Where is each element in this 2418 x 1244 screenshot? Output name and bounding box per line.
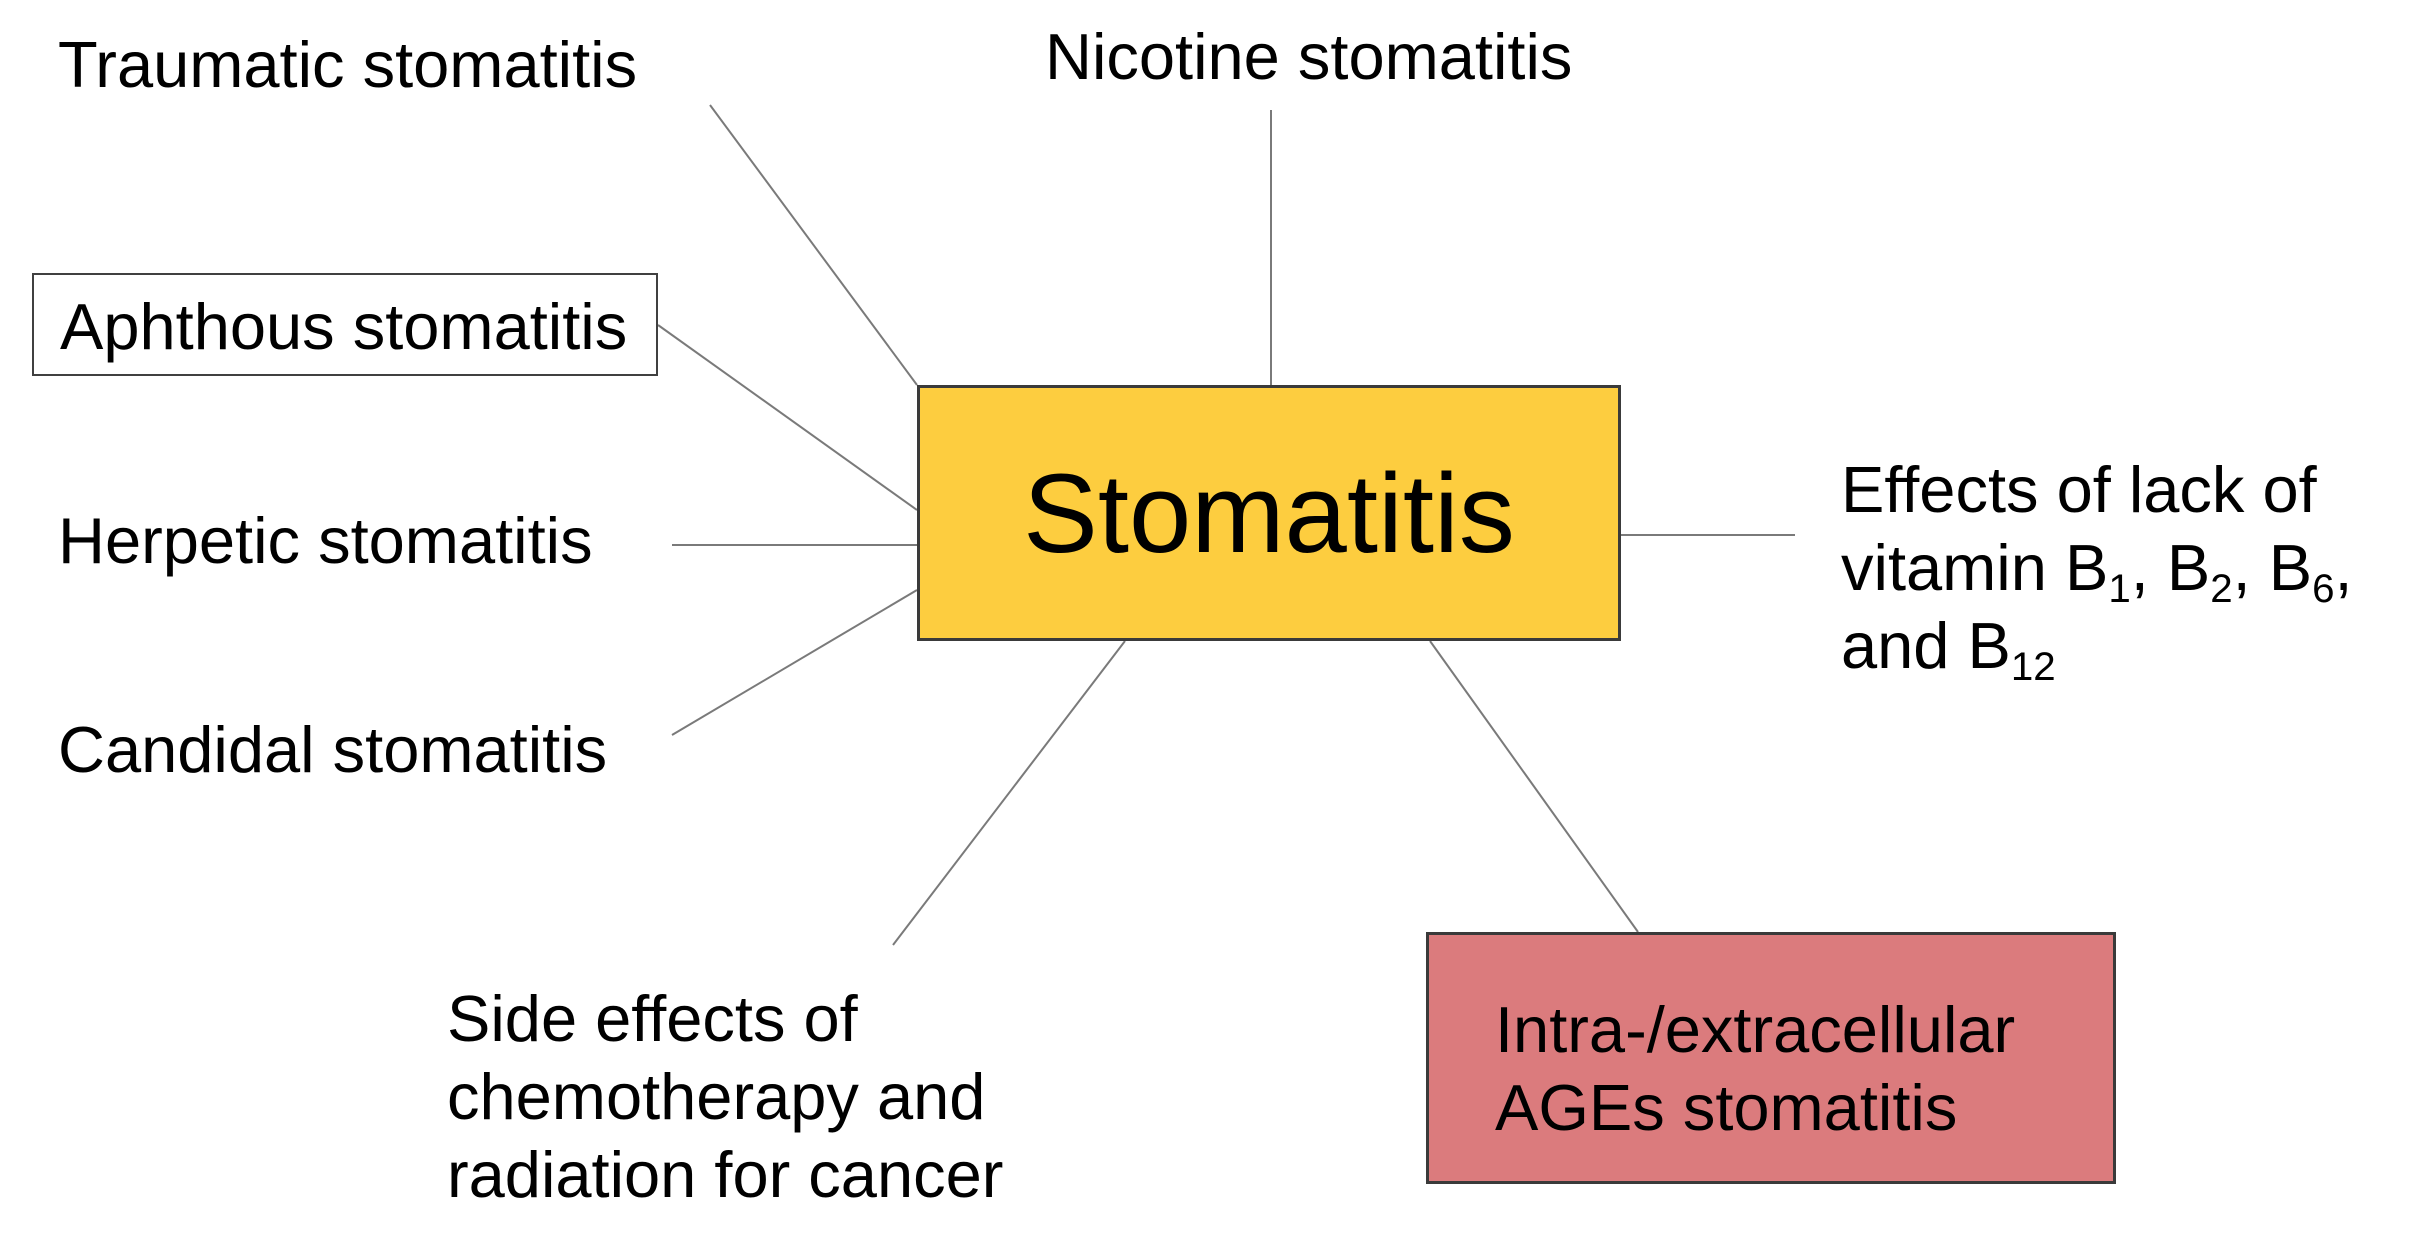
vitamin-sep-1: , B <box>2130 531 2211 604</box>
chemo-line-2: chemotherapy and <box>447 1060 986 1133</box>
node-traumatic-stomatitis: Traumatic stomatitis <box>58 28 638 101</box>
node-chemotherapy-side-effects: Side effects of chemotherapy and radiati… <box>447 980 1003 1214</box>
connector-chemo <box>892 640 1126 946</box>
vitamin-sub-b1: 1 <box>2108 566 2131 612</box>
vitamin-line-2-prefix: vitamin B <box>1841 531 2109 604</box>
node-candidal-stomatitis: Candidal stomatitis <box>58 713 608 786</box>
node-aphthous-stomatitis: Aphthous stomatitis <box>32 273 658 376</box>
vitamin-line-2: vitamin B1, B2, B6, <box>1841 529 2353 609</box>
node-vitamin-b-deficiency: Effects of lack of vitamin B1, B2, B6, a… <box>1841 451 2353 687</box>
central-node-label: Stomatitis <box>1023 450 1515 576</box>
vitamin-sep-3: , <box>2334 531 2353 604</box>
vitamin-sep-2: , B <box>2232 531 2313 604</box>
connector-aphthous <box>657 324 918 511</box>
vitamin-line-3-prefix: and B <box>1841 609 2011 682</box>
node-nicotine-stomatitis: Nicotine stomatitis <box>1045 20 1573 93</box>
vitamin-line-3: and B12 <box>1841 607 2353 687</box>
vitamin-sub-b6: 6 <box>2312 566 2335 612</box>
vitamin-sub-b12: 12 <box>2010 644 2056 690</box>
connector-ages <box>1429 640 1639 933</box>
connector-candidal <box>671 589 918 736</box>
ages-line-2: AGEs stomatitis <box>1495 1071 1958 1144</box>
node-herpetic-stomatitis: Herpetic stomatitis <box>58 504 593 577</box>
node-ages-stomatitis: Intra-/extracellular AGEs stomatitis <box>1426 932 2116 1184</box>
vitamin-line-1: Effects of lack of <box>1841 453 2317 526</box>
central-node-stomatitis: Stomatitis <box>917 385 1621 641</box>
connector-traumatic <box>709 104 918 386</box>
ages-line-1: Intra-/extracellular <box>1495 993 2016 1066</box>
chemo-line-1: Side effects of <box>447 982 858 1055</box>
chemo-line-3: radiation for cancer <box>447 1138 1004 1211</box>
vitamin-sub-b2: 2 <box>2210 566 2233 612</box>
